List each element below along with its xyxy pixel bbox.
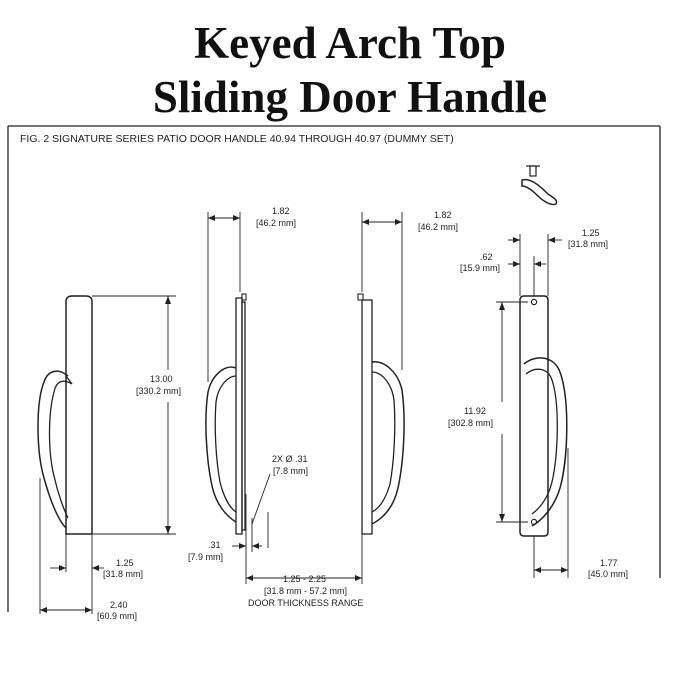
hole-spacing-mm: [302.8 mm] [448, 418, 493, 428]
thickness-range-label: DOOR THICKNESS RANGE [248, 598, 363, 608]
back-view: 1.25 [31.8 mm] .62 [15.9 mm] 11.92 [302.… [448, 165, 628, 579]
door-thickness-dimension: 1.25 - 2.25 [31.8 mm - 57.2 mm] DOOR THI… [245, 534, 363, 608]
title-line-2: Sliding Door Handle [152, 72, 548, 122]
overall-height-mm: [330.2 mm] [136, 386, 181, 396]
hole-dia-value: 2X Ø .31 [272, 454, 308, 464]
plate-offset-value: .62 [480, 252, 493, 262]
base-offset-mm: [7.9 mm] [188, 552, 223, 562]
front-view-backplate [65, 295, 93, 535]
plate-offset-mm: [15.9 mm] [460, 263, 500, 273]
front-view: 13.00 [330.2 mm] 1.25 [31.8 mm] 2.40 [60… [37, 295, 181, 621]
back-view-grip [523, 357, 568, 527]
hole-spacing-value: 11.92 [464, 406, 486, 416]
front-view-grip [37, 370, 69, 529]
side-view-right-grip [371, 361, 405, 525]
side-width-2-mm: [46.2 mm] [418, 222, 458, 232]
front-depth-value: 1.25 [116, 558, 134, 568]
side-view-grip [205, 366, 237, 523]
side-width-1-value: 1.82 [272, 206, 290, 216]
figure-caption: FIG. 2 SIGNATURE SERIES PATIO DOOR HANDL… [20, 133, 454, 145]
mount-hole-top [530, 298, 538, 306]
right-projection-value: 1.77 [600, 558, 618, 568]
front-projection-value: 2.40 [110, 600, 128, 610]
side-view-right-plate [361, 299, 373, 535]
title-line-1: Keyed Arch Top [194, 18, 506, 68]
back-view-backplate [519, 295, 549, 537]
side-width-1-mm: [46.2 mm] [256, 218, 296, 228]
thickness-range-value: 1.25 - 2.25 [283, 574, 326, 584]
front-view-grip-cap [65, 375, 73, 385]
plate-width-mm: [31.8 mm] [568, 239, 608, 249]
front-projection-mm: [60.9 mm] [97, 611, 137, 621]
right-projection-mm: [45.0 mm] [588, 569, 628, 579]
hole-dia-mm: [7.8 mm] [273, 466, 308, 476]
side-view-right: 1.82 [46.2 mm] [357, 210, 458, 535]
plate-width-value: 1.25 [582, 228, 600, 238]
thickness-range-mm: [31.8 mm - 57.2 mm] [264, 586, 347, 596]
base-offset-value: .31 [208, 540, 221, 550]
side-view-plate [235, 297, 243, 535]
lever-icon [521, 165, 558, 206]
front-depth-mm: [31.8 mm] [103, 569, 143, 579]
side-view-left: 1.82 [46.2 mm] 2X Ø .31 [7.8 mm] .31 [7.… [188, 206, 308, 562]
side-width-2-value: 1.82 [434, 210, 452, 220]
front-view-grip-inner [48, 380, 73, 519]
overall-height-value: 13.00 [150, 374, 173, 384]
